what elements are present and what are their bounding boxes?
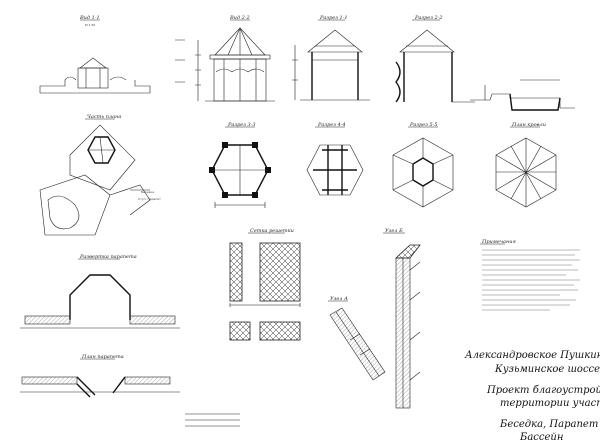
title-line-1: Александровское Пушкинского района [464,350,600,361]
roof-plan: План кровли [495,122,557,208]
label-vid-1-1: Вид 1-1 [79,15,100,21]
label-gazebo-plan: Беседка [141,190,154,194]
title-line-3: Проект благоустройства [486,385,600,396]
section-3-3: Разрез 3-3 [209,122,271,208]
view-1-1: Вид 1-1 М 1:50 [39,15,151,94]
label-uzel-a: Узел А [330,296,348,302]
label-setka: Сетка решетки [250,228,294,234]
title-line-6: Бассейн [519,432,563,443]
title-line-2: Кузьминское шоссе 20 [494,364,600,375]
label-primechaniya: Примечания [481,239,516,245]
notes-block: Примечания [480,239,580,311]
section-5-5: Разрез 5-5 [392,122,454,208]
view-2-2: Вид 2-2 [175,15,275,102]
section-2-2: Разрез 2-2 [395,15,475,103]
section-1-1: Разрез 1-1 [292,15,370,101]
label-razrez-2-2: Разрез 2-2 [414,15,443,21]
section-4-4: Разрез 4-4 [306,122,364,196]
label-plan-parapeta: План парапета [81,354,124,360]
label-plan-krovli: План кровли [511,122,546,128]
label-chast-plana: Часть плана [87,114,121,120]
small-stamp [185,413,240,427]
label-razrez-4-4: Разрез 4-4 [317,122,346,128]
detail-a: Узел А [328,296,386,381]
parapet-unfolding: Развертка парапета [20,254,180,329]
label-razrez-5-5: Разрез 5-5 [409,122,438,128]
label-vid-2-2: Вид 2-2 [229,15,250,21]
label-uzel-b: Узел Б [385,228,403,234]
detail-b: Узел Б [383,228,421,409]
parapet-plan: План парапета [20,354,180,398]
label-razrez-1-1: Разрез 1-1 [319,15,348,21]
label-razvertka: Развертка парапета [79,254,137,260]
site-plan-part: Часть плана Беседка Ступ. Парапет [39,114,161,236]
title-block: Александровское Пушкинского района Кузьм… [464,350,600,443]
pool-profile [470,79,575,111]
scale-vid-1-1: М 1:50 [85,23,95,27]
title-line-4: территории участка [500,398,600,409]
lattice-grid: Сетка решетки [229,228,301,341]
title-line-5: Беседка, Парапет [499,419,598,430]
label-razrez-3-3: Разрез 3-3 [227,122,256,128]
label-parapet-plan: Ступ. Парапет [138,197,161,201]
